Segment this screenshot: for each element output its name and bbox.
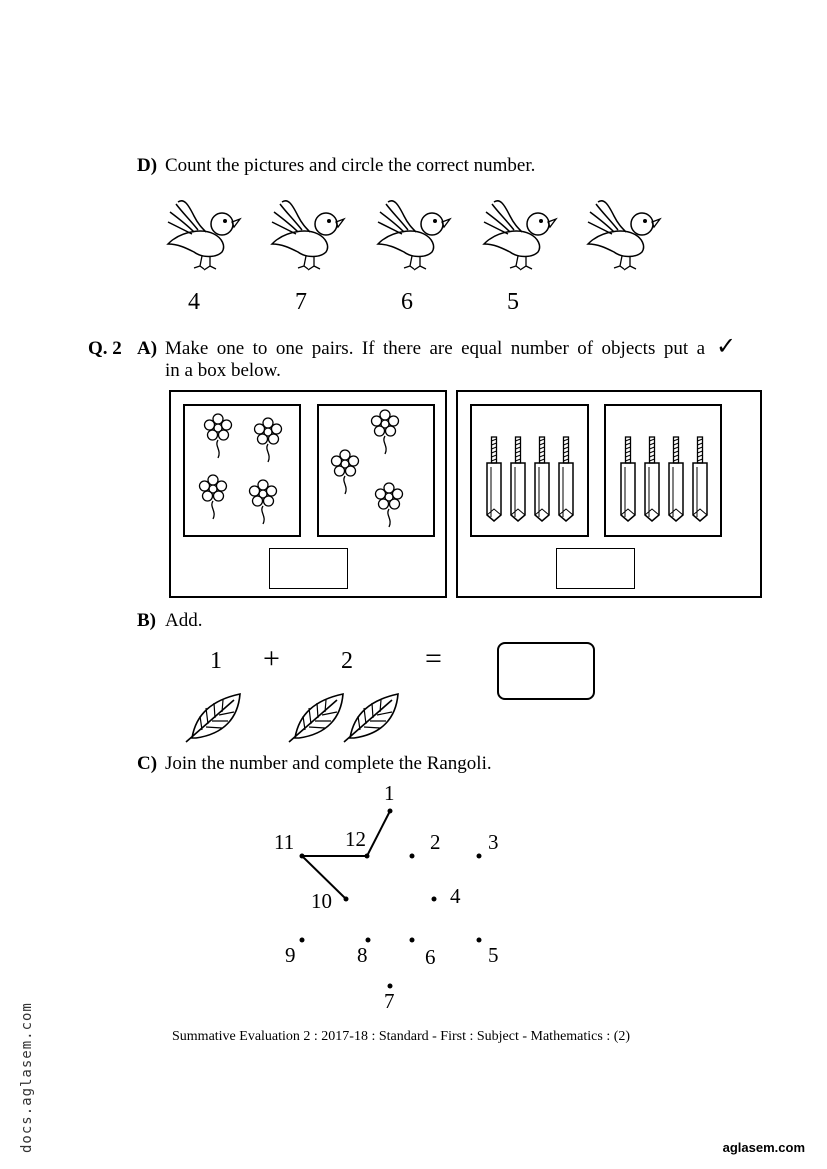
check-mark-icon: ✓ bbox=[716, 332, 737, 360]
part-a-instruction-line2: in a box below. bbox=[165, 360, 281, 381]
addend-two: 2 bbox=[341, 648, 353, 674]
flower-set-right bbox=[317, 404, 435, 537]
rangoli-line bbox=[299, 810, 391, 900]
bat-set-right bbox=[604, 404, 722, 537]
dot-11[interactable] bbox=[299, 853, 305, 859]
watermark: docs.aglasem.com bbox=[19, 1002, 35, 1153]
rangoli-number-12: 12 bbox=[345, 827, 366, 851]
flower-set-left bbox=[183, 404, 301, 537]
dot-4[interactable] bbox=[431, 896, 437, 902]
bat-set-left bbox=[470, 404, 589, 537]
site-label: aglasem.com bbox=[722, 1140, 805, 1155]
part-b-label: B) bbox=[137, 610, 156, 631]
section-d-instruction: Count the pictures and circle the correc… bbox=[165, 155, 536, 176]
answer-box-flowers[interactable] bbox=[269, 548, 348, 589]
dot-9[interactable] bbox=[299, 937, 305, 943]
dot-5[interactable] bbox=[476, 937, 482, 943]
dot-2[interactable] bbox=[409, 853, 415, 859]
dot-6[interactable] bbox=[409, 937, 415, 943]
dot-3[interactable] bbox=[476, 853, 482, 859]
rangoli-number-8: 8 bbox=[357, 943, 368, 967]
dot-7[interactable] bbox=[387, 983, 393, 989]
part-b-instruction: Add. bbox=[165, 610, 203, 631]
count-option[interactable]: 4 bbox=[188, 289, 200, 315]
flower-group-panel bbox=[169, 390, 447, 598]
answer-box-bats[interactable] bbox=[556, 548, 635, 589]
equals-sign: = bbox=[425, 642, 442, 675]
part-a-label: A) bbox=[137, 338, 158, 359]
rangoli-number-9: 9 bbox=[285, 943, 296, 967]
part-c-label: C) bbox=[137, 753, 158, 774]
sum-answer-box[interactable] bbox=[497, 642, 595, 700]
question-number: Q. 2 bbox=[88, 338, 122, 359]
section-d-label: D) bbox=[137, 155, 158, 176]
count-option[interactable]: 6 bbox=[401, 289, 413, 315]
plus-sign: + bbox=[263, 642, 280, 675]
rangoli-number-1: 1 bbox=[384, 781, 395, 805]
addend-one: 1 bbox=[210, 648, 222, 674]
rangoli-number-2: 2 bbox=[430, 830, 441, 854]
rangoli-number-6: 6 bbox=[425, 945, 436, 969]
part-c-instruction: Join the number and complete the Rangoli… bbox=[165, 753, 492, 774]
page-footer: Summative Evaluation 2 : 2017-18 : Stand… bbox=[172, 1029, 631, 1044]
rangoli-number-7: 7 bbox=[384, 989, 395, 1013]
dot-1[interactable] bbox=[387, 808, 393, 814]
rangoli-number-4: 4 bbox=[450, 884, 461, 908]
dot-8[interactable] bbox=[365, 937, 371, 943]
rangoli-number-10: 10 bbox=[311, 889, 332, 913]
count-option[interactable]: 5 bbox=[507, 289, 519, 315]
rangoli-number-5: 5 bbox=[488, 943, 499, 967]
part-a-instruction: Make one to one pairs. If there are equa… bbox=[165, 338, 705, 359]
dot-10[interactable] bbox=[343, 896, 349, 902]
dot-12[interactable] bbox=[364, 853, 370, 859]
rangoli-number-11: 11 bbox=[274, 830, 295, 854]
bat-group-panel bbox=[456, 390, 762, 598]
rangoli-number-3: 3 bbox=[488, 830, 499, 854]
count-option[interactable]: 7 bbox=[295, 289, 307, 315]
